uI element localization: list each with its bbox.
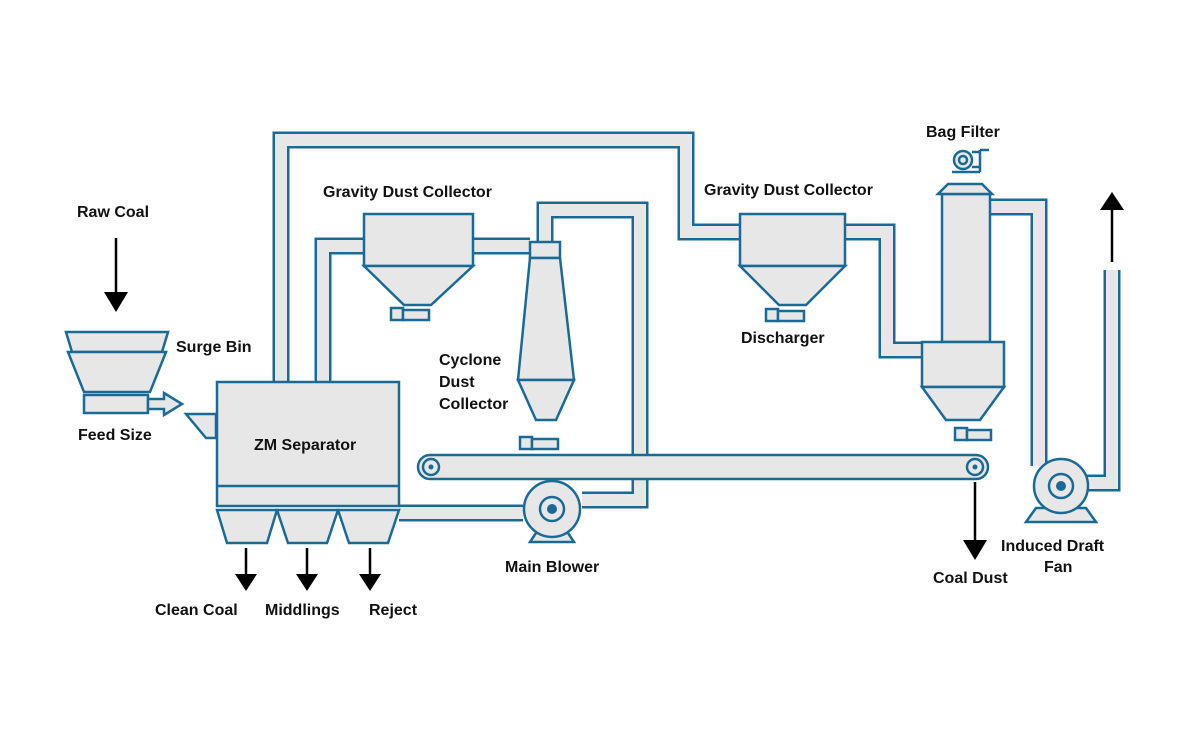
feed-arrow — [146, 390, 185, 418]
pipe-separator-to-gdc2 — [272, 131, 740, 382]
reject-arrow — [359, 548, 381, 591]
surge-bin — [64, 330, 185, 418]
labels: Raw Coal Surge Bin Feed Size ZM Separato… — [77, 124, 1105, 619]
hopper-middlings — [275, 508, 340, 545]
bag-filter — [919, 148, 1007, 442]
pipe-separator-to-gdc2-fill — [275, 134, 740, 382]
pipe-fan-exhaust-fill — [1087, 270, 1118, 489]
belt-conveyor — [416, 453, 990, 481]
pipe-bagfilter-to-fan-fill — [990, 201, 1045, 466]
pipe-separator-to-gdc1 — [314, 237, 364, 382]
induced-draft-fan — [1023, 457, 1099, 524]
clean-coal-arrow — [235, 548, 257, 591]
label-surge-bin: Surge Bin — [176, 339, 252, 356]
zm-separator — [215, 380, 401, 545]
label-middlings: Middlings — [265, 602, 340, 619]
label-cyclone-line-2: Dust — [439, 374, 475, 391]
raw-coal-arrow — [104, 238, 128, 312]
discharger-valve-1 — [389, 306, 405, 322]
middlings-arrow — [296, 548, 318, 591]
label-reject: Reject — [369, 602, 418, 619]
label-raw-coal: Raw Coal — [77, 204, 149, 221]
label-zm-separator: ZM Separator — [254, 437, 356, 454]
bagfilter-valve — [953, 426, 969, 442]
label-cyclone-line-3: Collector — [439, 396, 508, 413]
pipe-gdc2-to-bagfilter-fill — [845, 226, 922, 356]
label-main-blower: Main Blower — [505, 559, 599, 576]
main-blower — [522, 479, 582, 544]
flow-arrows — [104, 192, 1124, 591]
feed-chute — [183, 412, 218, 440]
label-bag-filter: Bag Filter — [926, 124, 1000, 141]
label-cyclone-line-1: Cyclone — [439, 352, 501, 369]
label-feed-size: Feed Size — [78, 427, 152, 444]
exhaust-arrow — [1100, 192, 1124, 262]
gravity-dust-collector-1 — [360, 212, 477, 322]
label-discharger: Discharger — [741, 330, 825, 347]
cyclone-dust-collector — [516, 240, 576, 451]
coal-dust-arrow — [963, 482, 987, 560]
discharger-valve-2 — [764, 307, 780, 323]
cyclone-valve — [518, 435, 534, 451]
pipe-cyclone-to-blower-fill — [539, 204, 646, 506]
label-gravity-dust-collector-1: Gravity Dust Collector — [323, 184, 492, 201]
label-induced-draft-line-1: Induced Draft — [1001, 538, 1105, 555]
label-gravity-dust-collector-2: Gravity Dust Collector — [704, 182, 873, 199]
label-induced-draft-line-2: Fan — [1044, 559, 1072, 576]
hopper-reject — [336, 508, 401, 545]
pipes — [272, 131, 1121, 522]
pipe-bagfilter-to-fan — [990, 198, 1048, 466]
pipe-separator-to-gdc1-fill — [317, 240, 364, 382]
label-clean-coal: Clean Coal — [155, 602, 238, 619]
hopper-clean-coal — [215, 508, 279, 545]
gravity-dust-collector-2 — [736, 212, 849, 323]
label-coal-dust: Coal Dust — [933, 570, 1008, 587]
